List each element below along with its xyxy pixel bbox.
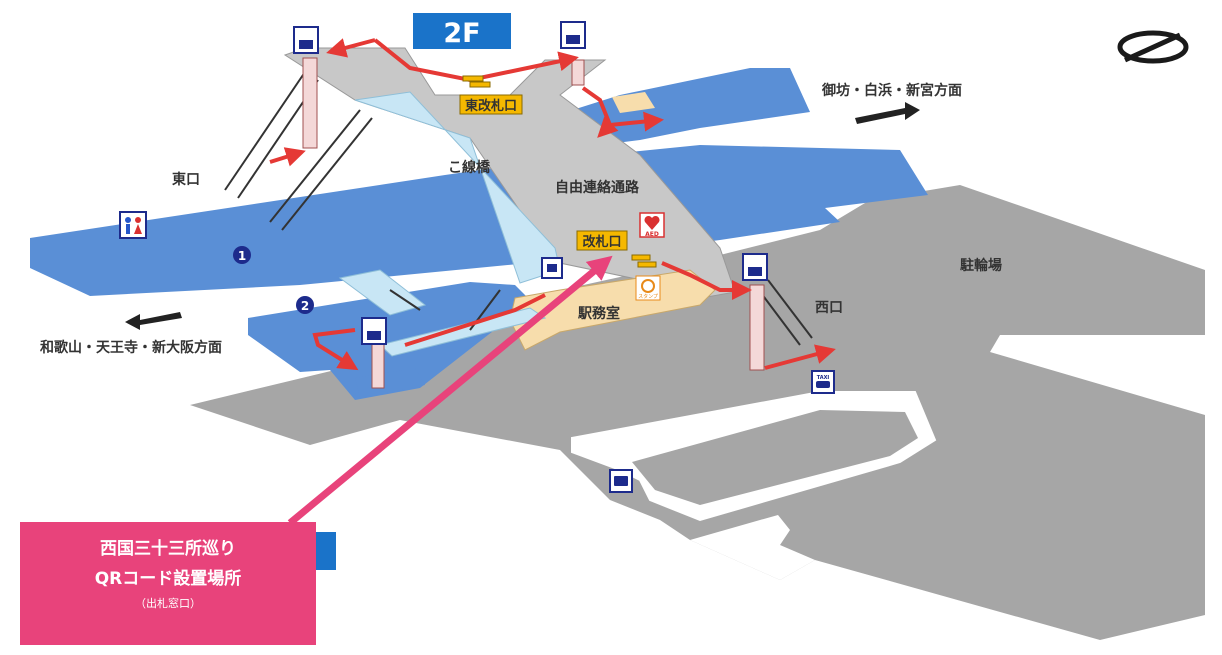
east-gate-tag [459,94,523,115]
station-office [509,269,716,351]
road-strip [690,515,815,580]
floor-badge [413,13,511,49]
compass-icon [1117,30,1189,64]
aed-text: AED [645,231,659,238]
east-gate-label: 東改札口 [465,98,517,114]
floor-badge-text: 2F [443,18,480,49]
callout-pointer [287,255,613,526]
callout-edge-tab [316,532,336,570]
elevator-shafts [302,57,765,389]
bus-glyph [614,476,628,486]
callout-line-2: QRコード設置場所 [94,569,242,589]
platform-1-badge [233,246,251,264]
gate-barriers [462,75,657,268]
platform-2-badge [296,296,314,314]
west-direction-arrow [125,312,182,330]
bicycle-parking-label: 駐輪場 [960,257,1002,274]
platform-1 [30,145,928,296]
station-plaza [190,185,1205,640]
east-exit-label: 東口 [172,171,200,188]
direction-east-label: 御坊・白浜・新宮方面 [821,82,962,99]
stamp-text: スタンプ [638,293,658,300]
east-direction-arrow [855,102,920,124]
platform-2-number: 2 [301,299,309,313]
main-gate-label: 改札口 [582,234,621,250]
restroom-icon [119,211,147,239]
aed-heart [644,215,660,230]
free-passage-label: 自由連絡通路 [555,179,640,196]
taxi-text: TAXI [817,375,830,381]
qr-location-callout: 西国三十三所巡り QRコード設置場所 （出札窓口） [20,522,316,645]
direction-west-label: 和歌山・天王寺・新大阪方面 [40,339,222,356]
ticket-machine-glyph [547,264,557,272]
platform-2 [248,282,530,400]
platform-1-number: 1 [238,249,246,263]
restroom-female-body [134,224,142,234]
restroom-male [125,217,131,223]
west-exit-label: 西口 [815,300,843,316]
restroom-female [135,217,141,223]
taxi-car [816,381,830,388]
sen-bridge-label: こ線橋 [448,159,491,176]
lower-walkway [338,269,427,316]
main-gate-tag [576,230,628,251]
bus-loop-inner [632,410,918,505]
route-arrows [269,38,836,371]
elevator-icon-glyph [299,35,762,340]
office-small [612,92,655,113]
callout-line-3: （出札窓口） [135,597,201,610]
aed-icon [639,212,665,238]
station-office-label: 駅務室 [578,305,620,322]
callout-line-1: 西国三十三所巡り [100,539,236,559]
stamp-glyph [641,279,655,293]
restroom-male-body [126,224,130,234]
